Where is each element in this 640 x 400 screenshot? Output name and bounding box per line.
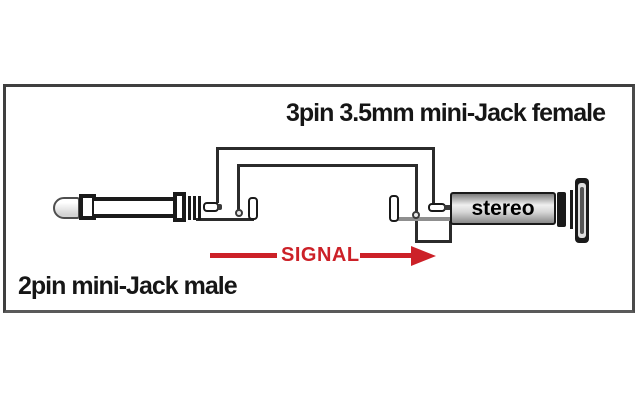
male-sleeve-terminal-lug — [248, 197, 258, 220]
female-junction-dot — [412, 211, 420, 219]
tip-signal-wire — [216, 147, 435, 203]
ground-loop-wire — [415, 218, 452, 243]
signal-arrow-right-segment — [360, 253, 412, 258]
male-connector-label: 2pin mini-Jack male — [18, 272, 238, 300]
signal-label: SIGNAL — [281, 244, 360, 266]
signal-arrow-left-segment — [210, 253, 277, 258]
strain-relief-line — [198, 196, 201, 220]
male-tip-terminal-nub — [217, 204, 222, 210]
male-junction-dot — [235, 209, 243, 217]
sleeve-signal-wire — [237, 164, 418, 214]
strain-relief-line — [188, 196, 191, 220]
female-connector-label: 3pin 3.5mm mini-Jack female — [286, 99, 606, 127]
male-jack-collar — [173, 192, 186, 222]
female-sleeve-terminal-lug — [389, 195, 399, 222]
female-jack-flange-core — [580, 187, 584, 234]
female-jack-barrel — [450, 192, 556, 225]
female-terminal-bar — [395, 217, 451, 221]
female-jack-thread-line — [570, 190, 573, 229]
male-jack-tip — [53, 197, 80, 219]
male-terminal-bar — [196, 218, 254, 221]
female-jack-body-label: stereo — [471, 197, 535, 220]
signal-arrowhead-icon — [411, 246, 436, 266]
female-tip-terminal-nub — [444, 205, 451, 210]
male-jack-shaft — [94, 197, 175, 218]
strain-relief-line — [193, 196, 196, 220]
female-jack-band — [557, 192, 566, 227]
